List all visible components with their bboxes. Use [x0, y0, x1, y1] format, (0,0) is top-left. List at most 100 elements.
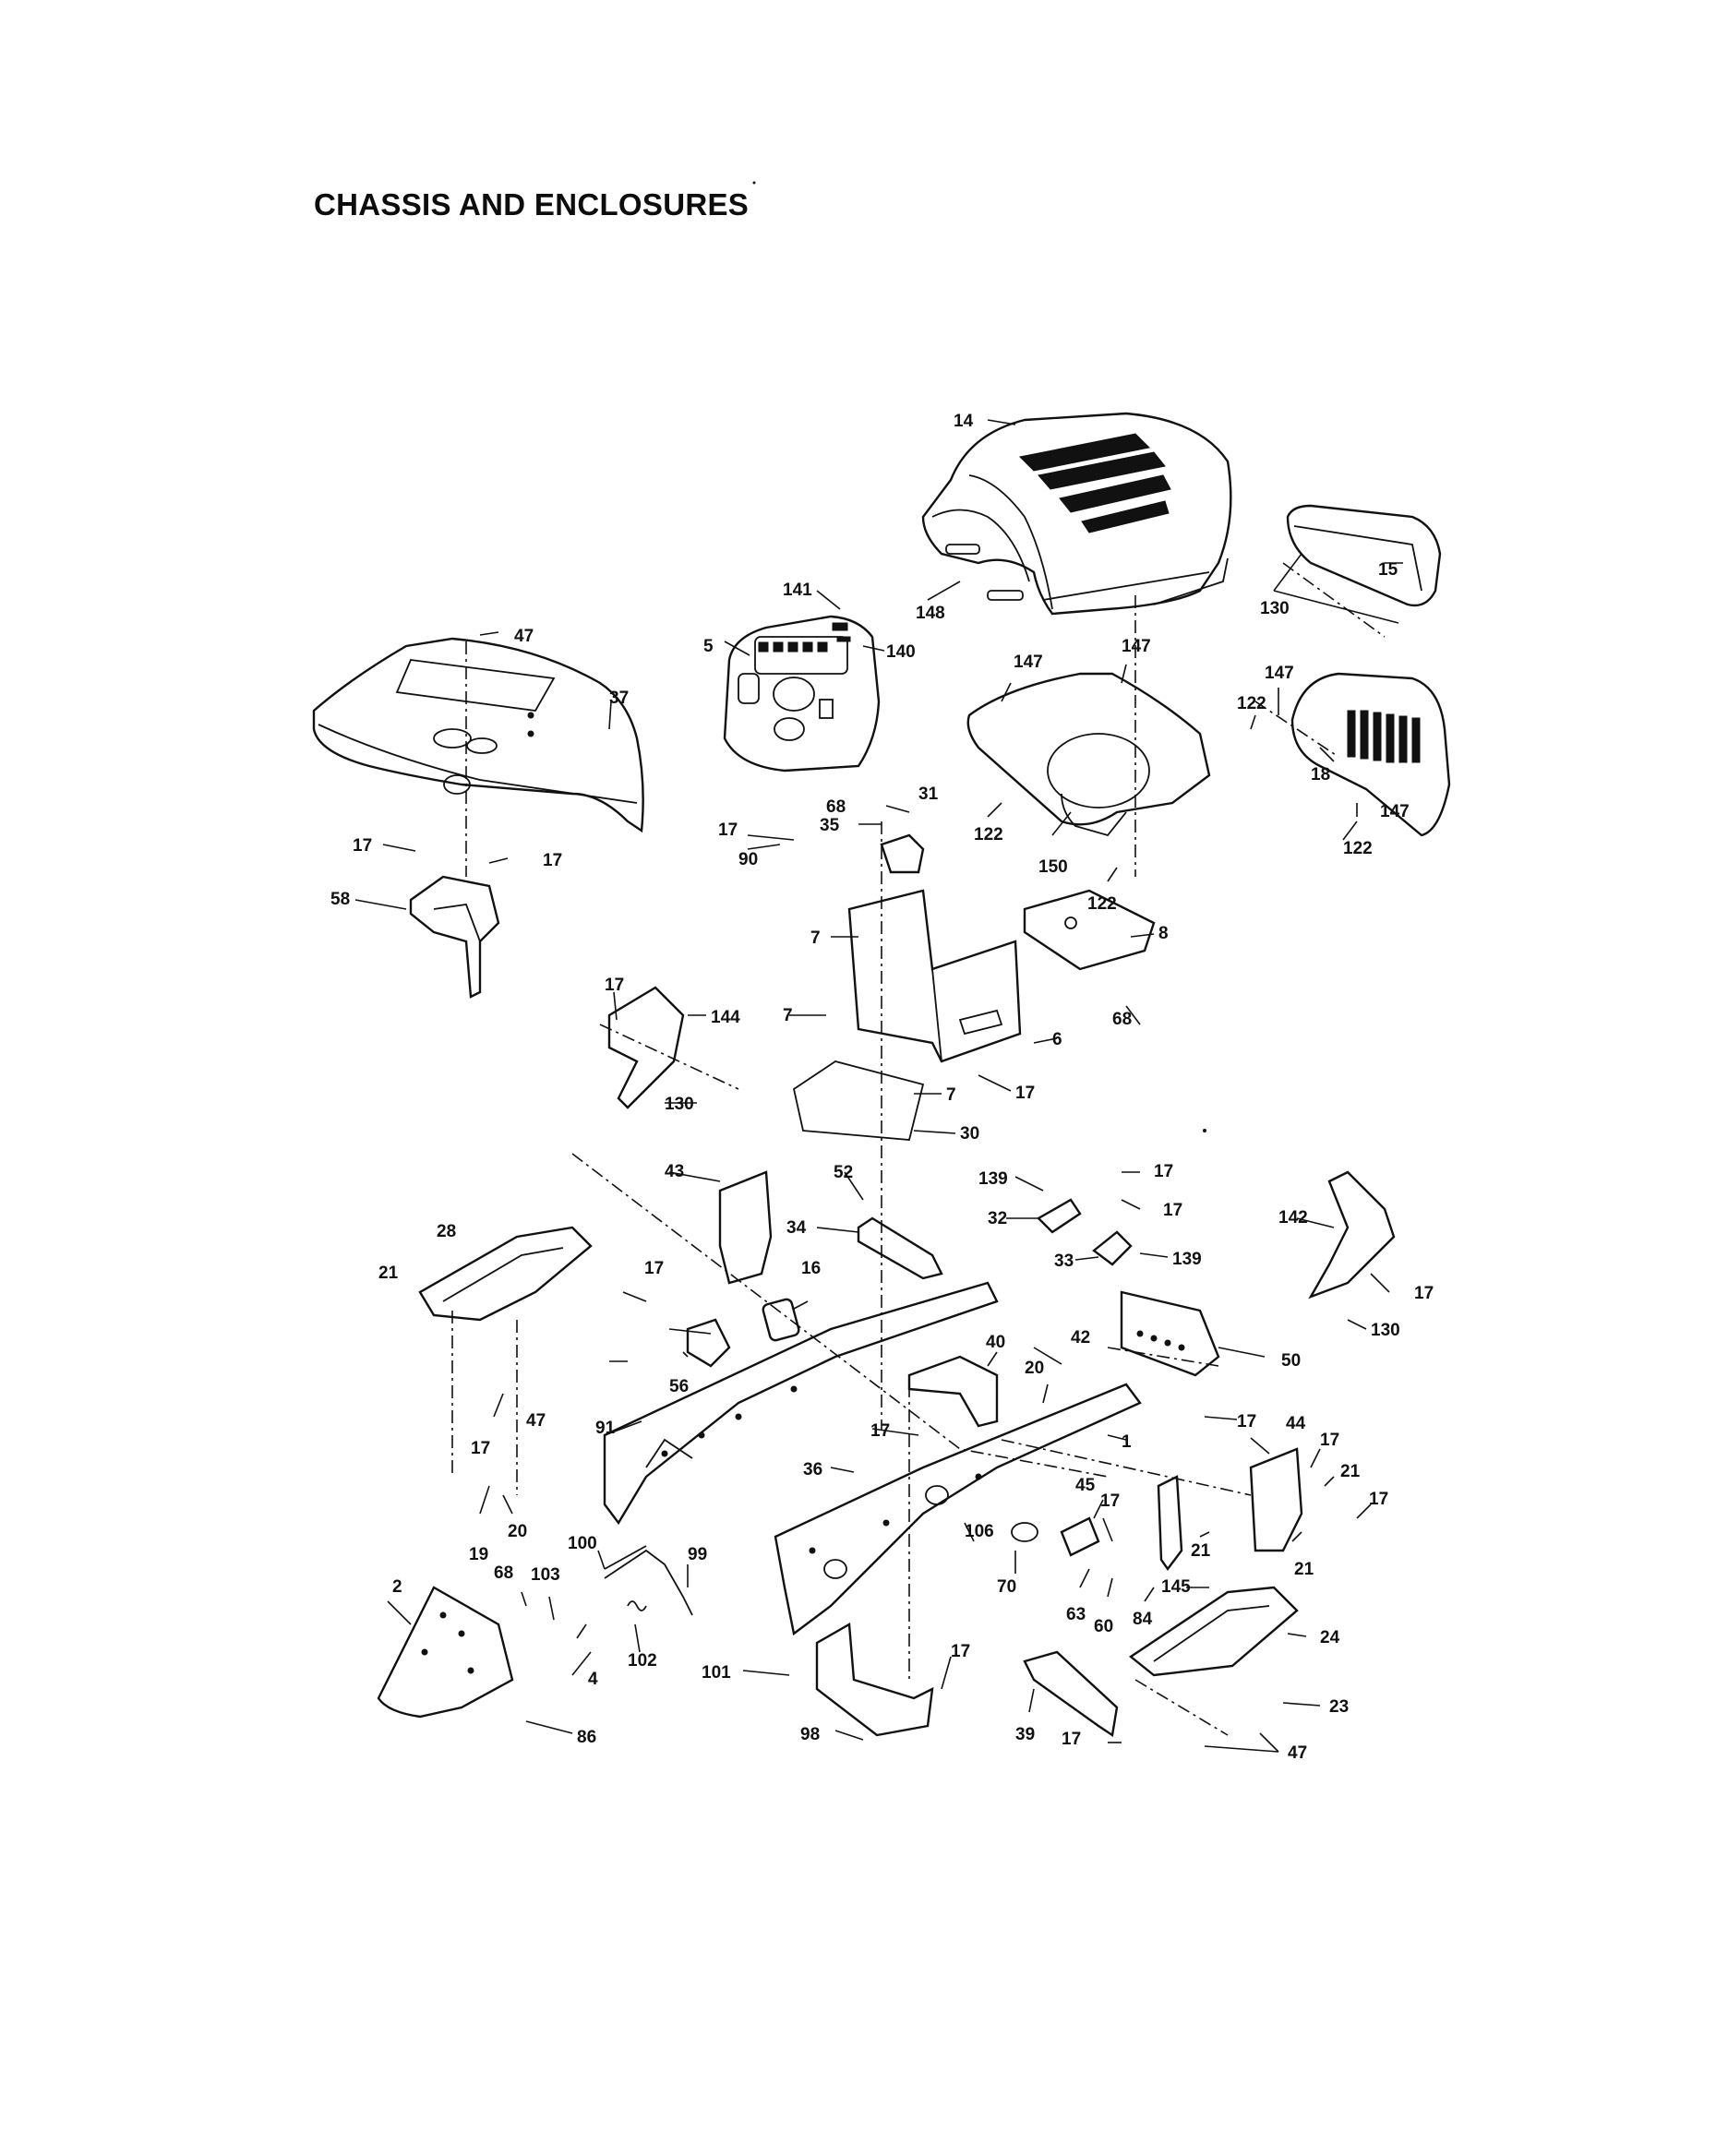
callout-18: 18	[1311, 765, 1330, 785]
callout-15: 15	[1378, 560, 1398, 580]
plate-part-30	[792, 1060, 925, 1141]
leader-lines	[354, 419, 1403, 1753]
callout-labels: 14 15 130 141 140 5 148 47 37 147 147 14…	[330, 412, 1434, 1763]
callout-37: 37	[609, 689, 629, 708]
callout-17-g: 17	[1163, 1201, 1182, 1220]
callout-130-top: 130	[1260, 599, 1290, 618]
ring-part-70	[1011, 1522, 1038, 1542]
callout-144: 144	[711, 1008, 740, 1027]
callout-84: 84	[1133, 1610, 1153, 1629]
callout-17-a: 17	[353, 836, 372, 856]
callout-7-b: 7	[783, 1006, 793, 1025]
callout-19: 19	[469, 1545, 488, 1564]
callout-17-m: 17	[1320, 1431, 1339, 1450]
callout-122-c: 122	[974, 825, 1003, 844]
footrest-part-28	[418, 1226, 593, 1322]
bracket-part-98	[815, 1623, 934, 1737]
callout-6: 6	[1052, 1030, 1062, 1049]
plate-part-16	[762, 1298, 800, 1342]
callout-58: 58	[330, 890, 350, 909]
callout-17-k: 17	[471, 1439, 490, 1458]
main-frame-part-1	[774, 1383, 1142, 1636]
hitch-part-45	[1060, 1516, 1100, 1557]
callout-34: 34	[786, 1218, 807, 1238]
callout-17-d: 17	[1015, 1084, 1035, 1103]
speck-mark	[752, 181, 756, 185]
callout-68-a: 68	[826, 797, 846, 817]
frame-part-6	[847, 889, 1022, 1063]
callout-99: 99	[688, 1545, 707, 1564]
callout-14: 14	[954, 412, 974, 431]
callout-17-p: 17	[951, 1642, 970, 1661]
rear-grille-part-18	[1290, 672, 1451, 837]
linkage-part-100	[604, 1545, 647, 1570]
callout-5: 5	[703, 637, 714, 656]
bracket-part-43	[718, 1170, 773, 1285]
callout-17-i: 17	[644, 1259, 664, 1278]
frame-rail-part-91	[603, 1281, 999, 1526]
callout-17-n: 17	[1369, 1490, 1388, 1509]
callout-90: 90	[738, 850, 758, 869]
callout-36: 36	[803, 1460, 822, 1479]
callout-39: 39	[1015, 1725, 1035, 1744]
callout-50: 50	[1281, 1351, 1301, 1371]
bracket-part-33	[1092, 1230, 1133, 1266]
callout-139-a: 139	[978, 1169, 1008, 1189]
bracket-part-39	[1023, 1650, 1119, 1738]
bracket-part-142	[1308, 1170, 1396, 1300]
callout-24: 24	[1320, 1628, 1340, 1647]
callout-40: 40	[986, 1333, 1005, 1352]
linkage-part-99	[604, 1549, 693, 1616]
callout-130-mid: 130	[665, 1095, 694, 1114]
footrest-part-24	[1128, 1586, 1299, 1677]
callout-35: 35	[820, 816, 840, 835]
callout-17-c: 17	[718, 820, 738, 840]
callout-60: 60	[1094, 1617, 1113, 1636]
plate-part-8	[1023, 889, 1156, 971]
bracket-part-32	[1037, 1198, 1082, 1234]
callout-21-a: 21	[378, 1264, 399, 1283]
panel-part-2	[377, 1586, 514, 1719]
callout-56: 56	[669, 1377, 689, 1396]
fender-part-37	[312, 637, 644, 833]
callout-47-top: 47	[514, 627, 534, 646]
callout-8: 8	[1158, 924, 1169, 943]
callout-30: 30	[960, 1124, 979, 1144]
callout-33: 33	[1054, 1252, 1074, 1271]
bracket-part-40	[907, 1355, 999, 1428]
callout-150: 150	[1038, 857, 1068, 877]
spring-part-102	[627, 1600, 647, 1611]
callout-86: 86	[577, 1728, 596, 1747]
bracket-part-44	[1249, 1447, 1303, 1552]
callout-100: 100	[568, 1534, 597, 1553]
bracket-part-56	[686, 1318, 731, 1368]
callout-122-d: 122	[1087, 894, 1117, 914]
callout-17-e: 17	[605, 976, 624, 995]
callout-28: 28	[437, 1222, 456, 1241]
dash-console-part-5	[723, 615, 881, 773]
callout-17-q: 17	[1062, 1730, 1081, 1749]
callout-98: 98	[800, 1725, 820, 1744]
callout-142: 142	[1278, 1208, 1308, 1228]
callout-141: 141	[783, 581, 812, 600]
callout-20-b: 20	[508, 1522, 527, 1541]
hood-part-14	[921, 412, 1232, 616]
callout-68-b: 68	[1112, 1010, 1132, 1029]
callout-139-b: 139	[1172, 1250, 1202, 1269]
fastener-part-141	[832, 622, 851, 642]
callout-91: 91	[595, 1419, 616, 1438]
page-title: CHASSIS AND ENCLOSURES	[314, 187, 750, 222]
callout-68-c: 68	[494, 1563, 513, 1583]
callout-45: 45	[1075, 1476, 1096, 1495]
center-enclosure-part-150	[966, 672, 1211, 837]
callout-63: 63	[1066, 1605, 1086, 1624]
callout-147-a: 147	[1014, 653, 1043, 672]
callout-106: 106	[965, 1522, 994, 1541]
callout-17-b: 17	[543, 851, 562, 870]
bracket-part-34	[857, 1216, 943, 1280]
callout-130-right: 130	[1371, 1321, 1400, 1340]
callout-17-o: 17	[1100, 1491, 1120, 1511]
callout-147-b: 147	[1122, 637, 1151, 656]
callout-32: 32	[988, 1209, 1007, 1228]
